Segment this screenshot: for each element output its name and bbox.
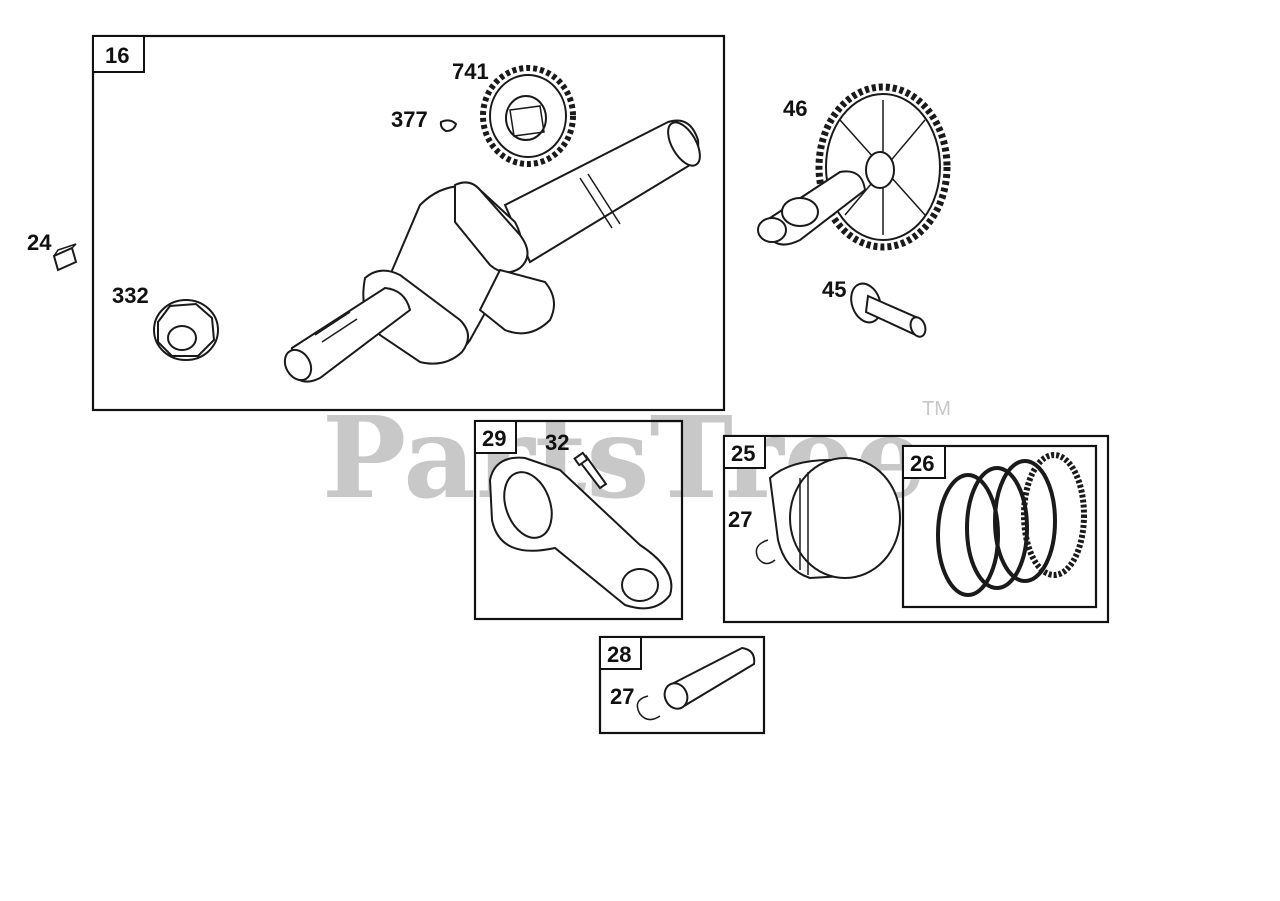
timing-gear-part[interactable] bbox=[480, 65, 576, 167]
callout-377: 377 bbox=[391, 107, 428, 132]
watermark-tm: TM bbox=[922, 398, 951, 420]
piston-rings-part[interactable] bbox=[936, 452, 1087, 597]
retaining-ring-part-27b[interactable] bbox=[636, 695, 661, 721]
callout-741: 741 bbox=[452, 59, 489, 84]
key-part-377[interactable] bbox=[439, 119, 458, 133]
group-28[interactable]: 28 bbox=[598, 635, 766, 735]
callout-332: 332 bbox=[112, 283, 149, 308]
flange-nut-part[interactable] bbox=[153, 299, 219, 361]
callout-32: 32 bbox=[545, 430, 569, 455]
callout-27a: 27 bbox=[728, 507, 752, 532]
group-26-label: 26 bbox=[910, 451, 934, 476]
callout-24: 24 bbox=[27, 230, 52, 255]
group-25-label: 25 bbox=[731, 441, 755, 466]
camshaft-part[interactable] bbox=[757, 83, 951, 251]
piston-pin-part[interactable] bbox=[661, 646, 756, 712]
group-29-label: 29 bbox=[482, 426, 506, 451]
group-29[interactable]: 29 bbox=[473, 419, 684, 621]
callout-46: 46 bbox=[783, 96, 807, 121]
callout-45: 45 bbox=[822, 277, 846, 302]
group-25[interactable]: 25 bbox=[722, 434, 1110, 624]
callout-27b: 27 bbox=[610, 684, 634, 709]
crankshaft-part[interactable] bbox=[280, 117, 707, 385]
group-16[interactable]: 16 bbox=[91, 34, 726, 412]
key-part-24[interactable] bbox=[52, 243, 78, 272]
group-16-label: 16 bbox=[105, 43, 129, 68]
group-28-label: 28 bbox=[607, 642, 631, 667]
retaining-ring-part-27a[interactable] bbox=[755, 539, 776, 565]
piston-part[interactable] bbox=[768, 457, 901, 580]
pin-part-45[interactable] bbox=[846, 279, 928, 338]
group-26[interactable]: 26 bbox=[901, 444, 1098, 609]
bolt-part-32[interactable] bbox=[573, 451, 608, 490]
connecting-rod-part[interactable] bbox=[488, 456, 673, 610]
